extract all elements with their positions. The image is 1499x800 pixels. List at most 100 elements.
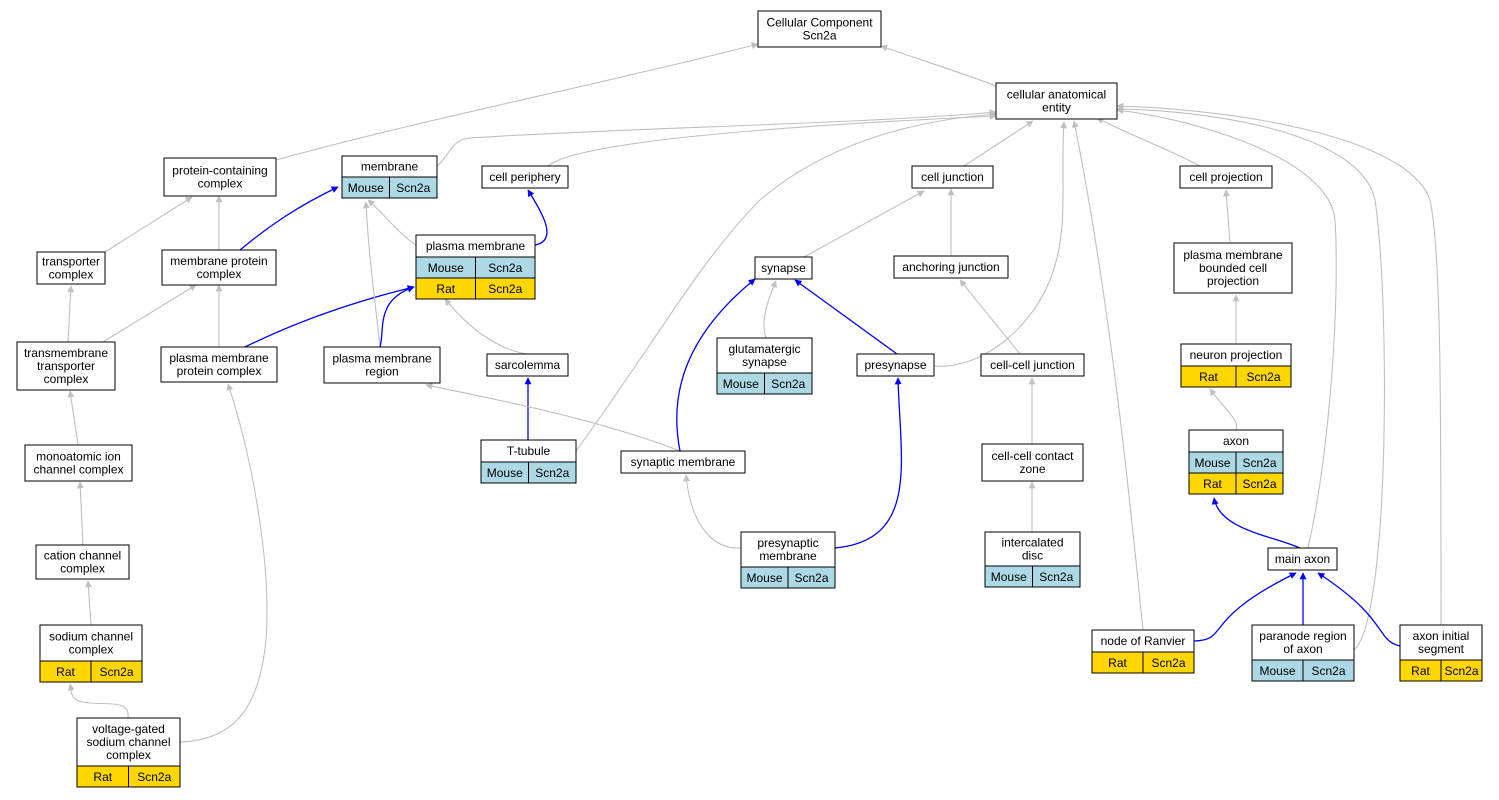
edge-presynmem-presyn — [834, 377, 903, 549]
node-label: protein-containing — [172, 164, 267, 178]
node-cellproj[interactable]: cell projection — [1179, 165, 1273, 189]
node-box — [35, 544, 130, 580]
node-box — [486, 353, 569, 377]
species-label: Rat — [1108, 656, 1127, 670]
edge-mainaxon-axon — [1211, 497, 1301, 549]
node-ccj[interactable]: cell-cell junction — [980, 353, 1085, 377]
edge-synmem-synapse — [676, 278, 756, 452]
node-label: disc — [1022, 549, 1043, 563]
species-label: Rat — [56, 665, 75, 679]
edge-membrane-cae — [436, 109, 997, 167]
node-label: complex — [198, 177, 243, 191]
edge-sarco-pm — [444, 298, 528, 355]
node-box — [1267, 547, 1338, 571]
node-mainaxon[interactable]: main axon — [1267, 547, 1338, 571]
node-box — [1251, 624, 1355, 661]
node-box — [740, 531, 836, 568]
node-label: bounded cell — [1199, 261, 1267, 275]
edge-mpc-membrane — [239, 186, 339, 251]
node-synmem[interactable]: synaptic membrane — [620, 450, 746, 474]
gene-label: Scn2a — [1246, 370, 1280, 384]
node-label: presynaptic — [757, 536, 818, 550]
edge-paranode-cae — [1116, 105, 1385, 651]
edge-tmtc-mpc — [102, 284, 197, 343]
node-box — [160, 346, 278, 383]
edge-vgscc-sodcc — [67, 683, 129, 719]
edge-axon-neuproj — [1209, 388, 1238, 431]
species-label: Rat — [93, 770, 112, 784]
edge-pmpc-pm — [244, 285, 415, 348]
node-box — [980, 353, 1085, 377]
node-box — [24, 444, 133, 482]
edge-sodcc-cationcc — [84, 580, 92, 626]
species-label: Mouse — [746, 571, 782, 585]
node-anchor[interactable]: anchoring junction — [893, 255, 1009, 279]
node-box — [161, 249, 277, 286]
species-label: Mouse — [1259, 664, 1295, 678]
node-box — [163, 157, 277, 197]
node-label: membrane protein — [170, 254, 267, 268]
node-box — [893, 255, 1009, 279]
gene-cell — [1235, 365, 1292, 388]
node-box — [39, 624, 143, 662]
node-presyn[interactable]: presynapse — [856, 353, 935, 377]
node-label: entity — [1042, 101, 1071, 115]
gene-label: Scn2a — [1242, 456, 1276, 470]
node-label: region — [365, 365, 398, 379]
node-label: sarcolemma — [495, 358, 561, 372]
edge-ranvier-cae — [1071, 120, 1144, 631]
species-label: Mouse — [428, 261, 464, 275]
node-label: node of Ranvier — [1101, 634, 1186, 648]
species-label: Rat — [436, 282, 455, 296]
node-celljunc[interactable]: cell junction — [911, 165, 994, 189]
edge-cellproj-cae — [1096, 117, 1201, 167]
gene-cell — [389, 176, 438, 199]
node-cellperiph[interactable]: cell periphery — [481, 165, 569, 189]
node-label: cell-cell contact — [991, 449, 1074, 463]
gene-label: Scn2a — [1242, 477, 1276, 491]
node-box — [36, 251, 106, 285]
node-label: presynapse — [864, 358, 926, 372]
gene-label: Scn2a — [488, 282, 522, 296]
node-box — [754, 256, 813, 280]
gene-cell — [1440, 659, 1483, 682]
gene-label: Scn2a — [99, 665, 133, 679]
node-sarco[interactable]: sarcolemma — [486, 353, 569, 377]
node-label: protein complex — [177, 364, 262, 378]
node-label: synapse — [742, 355, 787, 369]
gene-label: Scn2a — [771, 377, 805, 391]
node-synapse[interactable]: synapse — [754, 256, 813, 280]
node-box — [1179, 165, 1273, 189]
gene-cell — [764, 372, 813, 395]
node-label: monoatomic ion — [36, 450, 121, 464]
node-box — [716, 337, 813, 374]
node-label: T-tubule — [507, 444, 551, 458]
